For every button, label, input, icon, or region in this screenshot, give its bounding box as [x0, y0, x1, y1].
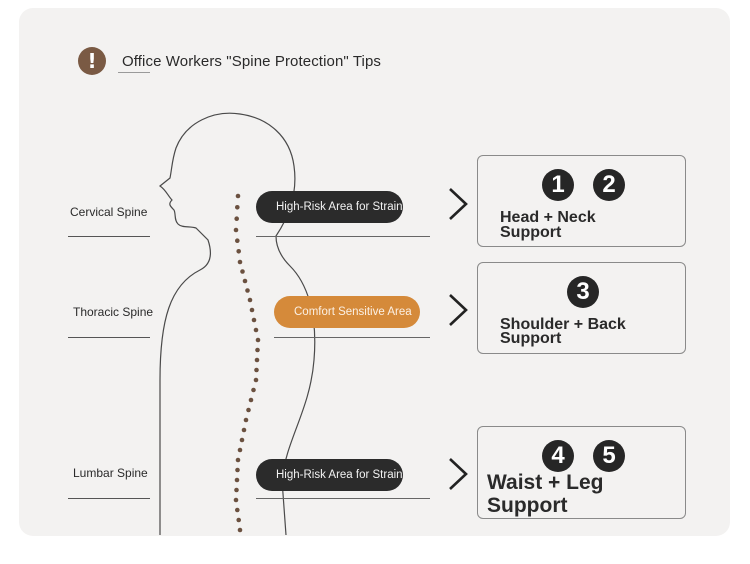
support-title-line2: Support [487, 494, 568, 517]
number-badge: 1 [542, 169, 574, 201]
spine-dot [236, 517, 241, 523]
support-title-line1: Waist + Leg [487, 471, 604, 494]
spine-dot [235, 205, 240, 210]
title-underline [118, 72, 150, 73]
spine-dot [246, 407, 251, 413]
cervical-risk-tag: High-Risk Area for Strain [256, 191, 403, 223]
spine-dot [242, 278, 248, 284]
lumbar-label-line [68, 498, 150, 499]
spine-dot [248, 397, 254, 403]
spine-dot [255, 337, 261, 343]
spine-dot [254, 357, 260, 363]
spine-dot [249, 307, 255, 313]
support-title-line2: Support [500, 330, 562, 347]
spine-dot [255, 347, 260, 353]
lumbar-pill-line [256, 498, 430, 499]
support-title-line1: Shoulder + Back [500, 316, 626, 333]
spine-dot [233, 497, 239, 503]
cervical-spine-label: Cervical Spine [70, 205, 148, 219]
spine-dot [235, 457, 241, 463]
spine-dots [233, 193, 261, 533]
spine-dot [243, 417, 249, 423]
spine-dot [233, 227, 239, 233]
spine-dot [234, 477, 240, 483]
chevron-right-icon [449, 458, 468, 490]
spine-dot [247, 297, 253, 303]
support-title-line2: Support [500, 224, 562, 241]
number-badge: 3 [567, 276, 599, 308]
spine-dot [237, 447, 243, 453]
lumbar-risk-tag: High-Risk Area for Strain [256, 459, 403, 491]
spine-dot [251, 387, 256, 393]
head-neck-support-box: 1 2 Head + Neck Support [477, 155, 686, 247]
spine-dot [251, 317, 257, 323]
spine-dot [235, 238, 240, 243]
waist-leg-support-box: 4 5 Waist + Leg Support [477, 426, 686, 519]
spine-dot [234, 487, 239, 493]
spine-dot [236, 249, 241, 254]
spine-dot [234, 216, 239, 221]
header: ! Office Workers "Spine Protection" Tips [78, 47, 381, 75]
cervical-label-line [68, 236, 150, 237]
spine-dot [241, 427, 247, 433]
shoulder-back-support-box: 3 Shoulder + Back Support [477, 262, 686, 354]
spine-dot [235, 193, 241, 199]
support-title-line1: Head + Neck [500, 209, 596, 226]
spine-dot [253, 327, 259, 333]
thoracic-pill-line [274, 337, 430, 338]
number-badge: 2 [593, 169, 625, 201]
spine-dot [235, 467, 240, 473]
lumbar-spine-label: Lumbar Spine [73, 466, 148, 480]
body-outline [158, 112, 316, 536]
number-badge: 5 [593, 440, 625, 472]
exclamation-icon: ! [78, 47, 106, 75]
cervical-pill-line [256, 236, 430, 237]
spine-dot [237, 527, 243, 533]
spine-dot [245, 288, 250, 293]
spine-dot [235, 507, 240, 513]
thoracic-comfort-tag: Comfort Sensitive Area [274, 296, 420, 328]
thoracic-label-line [68, 337, 150, 338]
chevron-right-icon [449, 188, 468, 220]
chevron-right-icon [449, 294, 468, 326]
number-badge: 4 [542, 440, 574, 472]
spine-dot [254, 367, 259, 373]
thoracic-spine-label: Thoracic Spine [73, 305, 154, 319]
spine-dot [253, 377, 259, 383]
spine-dot [237, 259, 243, 265]
page-title: Office Workers "Spine Protection" Tips [122, 52, 381, 70]
spine-dot [240, 269, 245, 274]
spine-dot [239, 437, 245, 443]
